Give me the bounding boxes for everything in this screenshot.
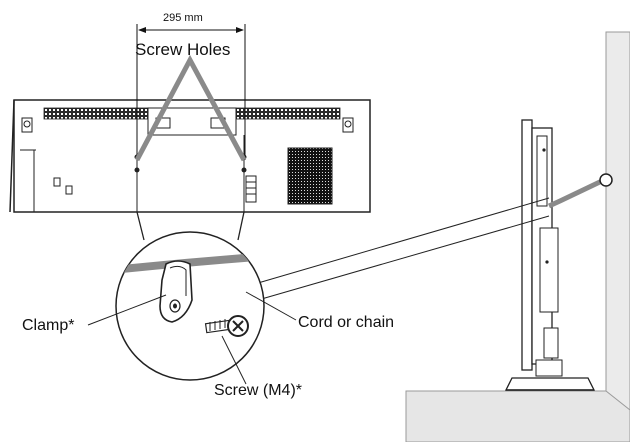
cord-label: Cord or chain: [298, 314, 395, 331]
screw-m4-drawing: [204, 315, 249, 337]
magnifier-circle: [115, 231, 265, 381]
dimension-label: 295 mm: [163, 12, 203, 24]
screw-holes-label: Screw Holes: [135, 40, 231, 59]
monitor-back-panel: [9, 99, 371, 213]
screw-hole-leaders: [134, 54, 247, 162]
wall: [605, 31, 630, 443]
projection-lines: [257, 197, 550, 301]
screw-label: Screw (M4)*: [214, 382, 303, 399]
label-leaders: [87, 291, 297, 385]
monitor-side-view: [504, 119, 596, 391]
magnifier-cone: [136, 211, 245, 241]
cord-to-wall: [547, 173, 613, 209]
dimension-arrow: [136, 24, 246, 160]
clamp-label: Clamp*: [22, 317, 75, 334]
floor-shelf: [405, 390, 630, 443]
